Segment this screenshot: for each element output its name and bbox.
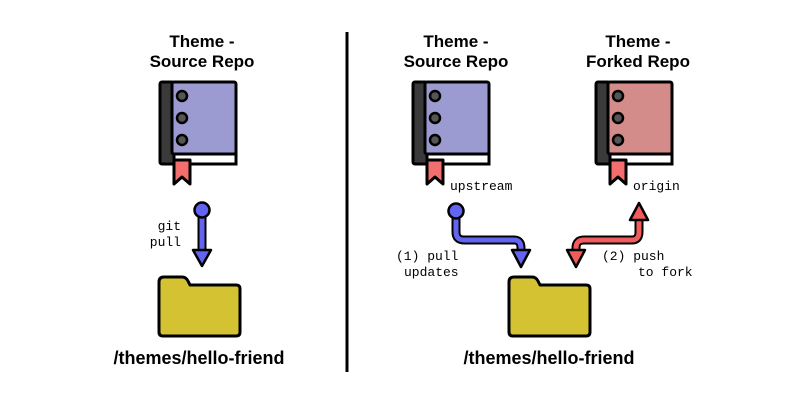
step1-label-line2: updates xyxy=(404,265,459,280)
step2-label-line1: (2) push xyxy=(602,249,664,264)
right-source-title-line1: Theme - xyxy=(423,32,488,51)
git-pull-arrow xyxy=(191,201,213,268)
left-panel: Theme - Source Repo git pull /themes/hel… xyxy=(113,32,284,368)
left-folder-path-label: /themes/hello-friend xyxy=(113,348,284,368)
right-fork-book-icon xyxy=(594,80,674,186)
origin-remote-label: origin xyxy=(633,179,680,194)
upstream-remote-label: upstream xyxy=(450,179,513,194)
right-panel: Theme - Source Repo upstream Theme - For… xyxy=(396,32,693,368)
right-source-title-line2: Source Repo xyxy=(404,52,509,71)
git-pull-label-line2: pull xyxy=(150,235,181,250)
right-folder-icon xyxy=(507,275,592,338)
left-source-title-line1: Theme - xyxy=(169,32,234,51)
right-folder-path-label: /themes/hello-friend xyxy=(463,348,634,368)
right-fork-title-line1: Theme - xyxy=(605,32,670,51)
right-source-book-icon xyxy=(411,80,491,186)
git-pull-label-line1: git xyxy=(158,219,181,234)
step2-label-line2: to fork xyxy=(638,265,693,280)
left-source-book-icon xyxy=(158,80,238,186)
pull-updates-arrow xyxy=(447,202,532,269)
push-to-fork-arrow xyxy=(565,201,650,269)
right-fork-title-line2: Forked Repo xyxy=(586,52,690,71)
step1-label-line1: (1) pull xyxy=(396,249,459,264)
left-source-title-line2: Source Repo xyxy=(150,52,255,71)
left-folder-icon xyxy=(157,275,242,338)
